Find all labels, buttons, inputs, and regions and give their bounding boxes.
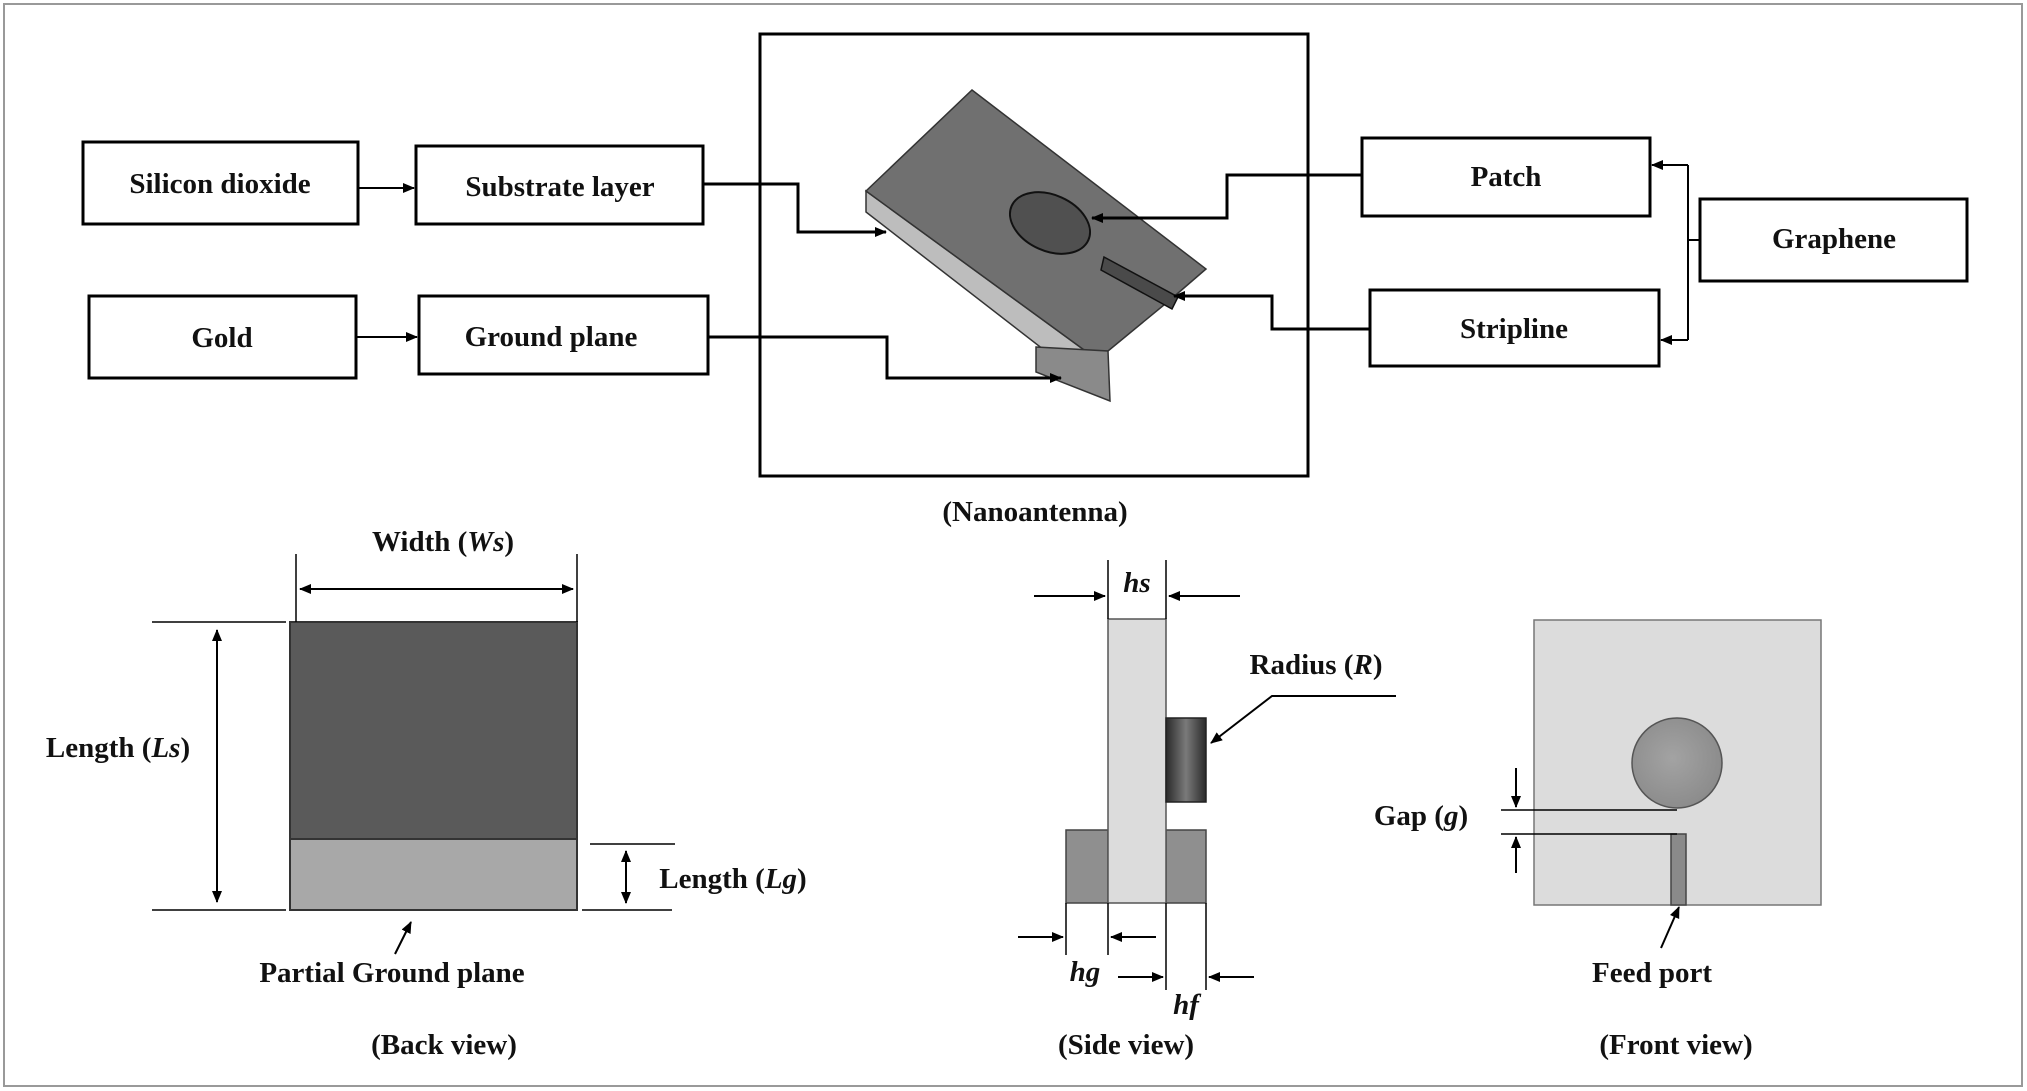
stripline-3d [1100, 255, 1179, 311]
feed-port-label: Feed port [1592, 957, 1712, 989]
width-ws-label: Width (Ws) [372, 526, 514, 558]
silicon-dioxide-box: Silicon dioxide [81, 140, 360, 226]
partial-ground-label: Partial Ground plane [259, 957, 524, 989]
arrow-substrate-to-antenna [703, 182, 887, 237]
graphene-label: Graphene [1772, 223, 1896, 255]
ground-plane-edge [1035, 346, 1111, 403]
length-lg-label: Length (Lg) [659, 863, 806, 895]
substrate-layer-label: Substrate layer [465, 171, 654, 203]
side-ground-left [1065, 829, 1109, 904]
patch-label: Patch [1471, 161, 1542, 193]
hs-label: hs [1123, 567, 1150, 599]
nanoantenna-caption: (Nanoantenna) [942, 496, 1127, 528]
gold-box: Gold [87, 294, 358, 380]
arrow-ground-to-antenna [708, 335, 1062, 383]
patch-box: Patch [1360, 136, 1652, 218]
silicon-dioxide-label: Silicon dioxide [129, 168, 310, 200]
gap-label: Gap (g) [1374, 800, 1468, 832]
arrow-stripline-to-antenna [1173, 291, 1370, 331]
front-view-caption: (Front view) [1599, 1029, 1752, 1061]
gold-label: Gold [191, 322, 252, 354]
graphene-bracket [1651, 160, 1700, 345]
graphene-box: Graphene [1698, 197, 1969, 283]
length-ls-label: Length (Ls) [46, 732, 190, 764]
partial-ground-pointer [394, 921, 412, 955]
front-patch-disc [1631, 717, 1723, 809]
radius-pointer [1210, 695, 1396, 744]
arrow-patch-to-antenna [1091, 173, 1362, 223]
substrate-layer-box: Substrate layer [414, 144, 705, 226]
side-ground-right [1165, 829, 1207, 904]
ground-plane-box: Ground plane [417, 294, 710, 376]
back-view: Width (Ws) Length (Ls) Length (Lg) Parti… [46, 526, 807, 1061]
side-substrate [1107, 618, 1167, 904]
nanoantenna-3d [864, 89, 1208, 403]
back-partial-ground-rect [289, 838, 578, 911]
back-view-caption: (Back view) [371, 1029, 517, 1061]
side-view-caption: (Side view) [1058, 1029, 1194, 1061]
side-patch [1165, 717, 1207, 803]
front-view: Gap (g) Feed port (Front view) [1374, 619, 1822, 1061]
ground-plane-label: Ground plane [465, 321, 638, 353]
back-substrate-rect [289, 621, 578, 840]
patch-disc [1008, 191, 1092, 255]
feed-port-pointer [1660, 906, 1680, 949]
hf-label: hf [1173, 989, 1202, 1021]
side-view: hs Radius (R) hg hf (Side view) [1018, 560, 1396, 1061]
stripline-label: Stripline [1460, 313, 1568, 345]
stripline-box: Stripline [1368, 288, 1661, 368]
hg-label: hg [1070, 956, 1101, 988]
radius-label: Radius (R) [1250, 649, 1383, 681]
front-feed-strip [1670, 833, 1687, 906]
